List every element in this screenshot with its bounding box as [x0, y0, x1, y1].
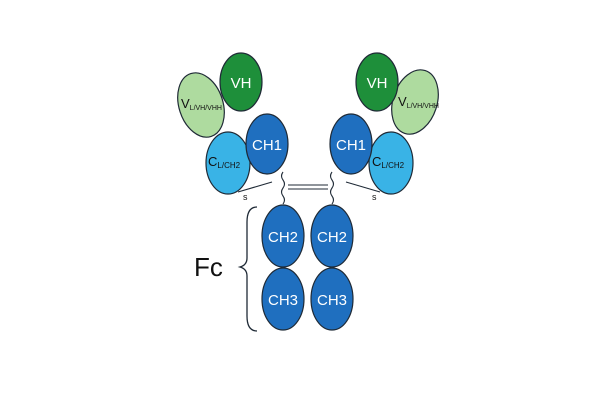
left-ch1-label: CH1	[252, 137, 282, 154]
right-ch3-label: CH3	[317, 292, 347, 309]
right-vl-label: VL/VH/VHH	[398, 94, 439, 110]
right-hinge-squiggle	[329, 171, 335, 205]
fc-bracket	[237, 206, 258, 332]
right-ch1-label: CH1	[336, 137, 366, 154]
right-sulfur-label: s	[372, 192, 377, 202]
hinge-region	[237, 171, 381, 205]
fc-label: Fc	[194, 252, 223, 282]
right-ch2-domain	[310, 204, 354, 268]
left-cl-domain	[205, 131, 251, 195]
right-ch3-domain	[310, 267, 354, 331]
left-vh-domain	[219, 52, 263, 112]
fc-region: CH2 CH2 CH3 CH3	[261, 204, 354, 331]
right-light-heavy-bond	[345, 181, 381, 193]
left-ch3-label: CH3	[268, 292, 298, 309]
right-ch1-domain	[329, 113, 373, 175]
right-arm: VL/VH/VHH VH CL/CH2 CH1	[329, 52, 439, 195]
left-arm: VL/VH/VHH VH CL/CH2 CH1	[177, 52, 289, 195]
left-light-heavy-bond	[237, 181, 273, 193]
left-ch1-domain	[245, 113, 289, 175]
right-vh-domain	[355, 52, 399, 112]
right-cl-label: CL/CH2	[372, 154, 405, 170]
left-sulfur-label: s	[243, 192, 248, 202]
left-ch3-domain	[261, 267, 305, 331]
left-ch2-label: CH2	[268, 229, 298, 246]
left-cl-label: CL/CH2	[208, 154, 241, 170]
left-vh-label: VH	[231, 75, 252, 92]
left-hinge-squiggle	[280, 171, 286, 205]
right-vh-label: VH	[367, 75, 388, 92]
left-vl-domain	[177, 72, 225, 138]
right-ch2-label: CH2	[317, 229, 347, 246]
left-ch2-domain	[261, 204, 305, 268]
left-vl-label: VL/VH/VHH	[181, 96, 222, 112]
right-cl-domain	[368, 131, 414, 195]
